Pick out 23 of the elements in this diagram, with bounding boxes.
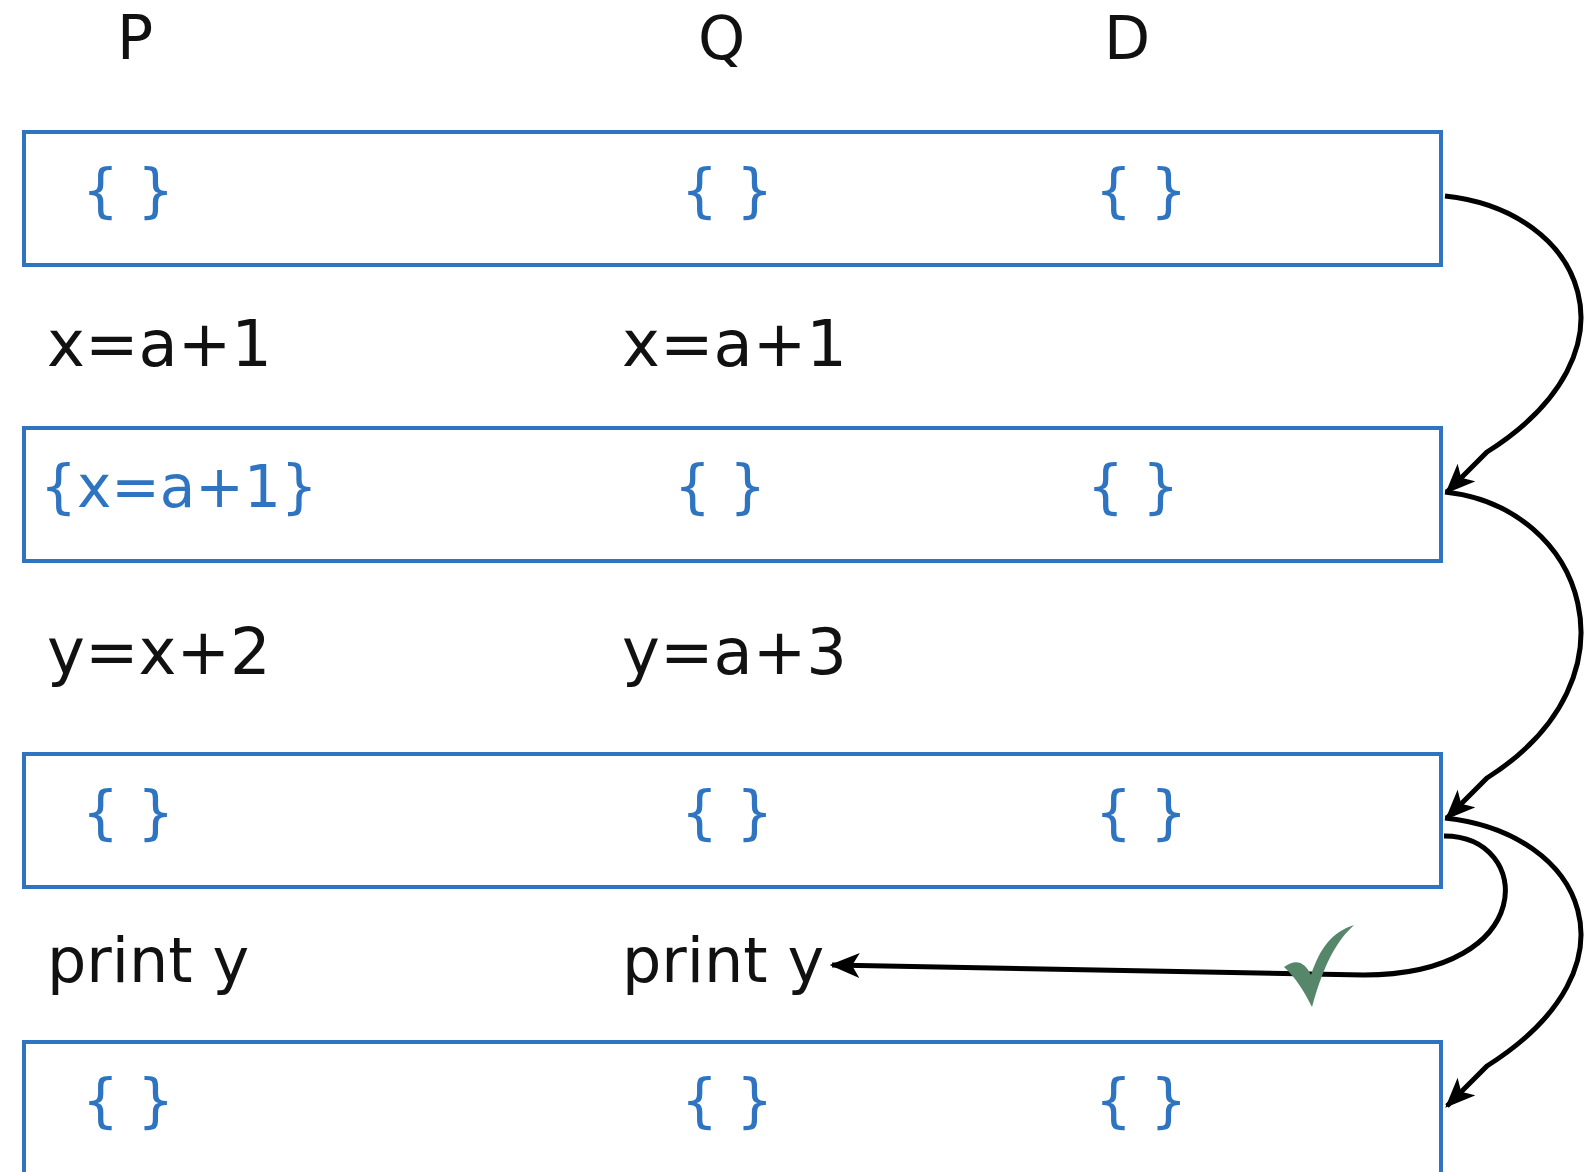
set-text: { }: [680, 784, 774, 842]
statement-text: x=a+1: [47, 312, 273, 376]
set-text: { }: [1094, 1072, 1188, 1130]
arrow: [1444, 815, 1584, 1108]
set-text: { }: [81, 784, 175, 842]
set-text: { }: [673, 458, 767, 516]
set-text: { }: [81, 1072, 175, 1130]
column-header: D: [1104, 8, 1151, 68]
column-header: P: [117, 8, 154, 68]
set-text: { }: [680, 1072, 774, 1130]
state-box: [22, 130, 1443, 267]
state-box: [22, 1040, 1443, 1172]
set-text: { }: [1094, 784, 1188, 842]
set-text: { }: [680, 162, 774, 220]
set-text: { }: [81, 162, 175, 220]
set-text: {x=a+1}: [40, 458, 318, 516]
state-box: [22, 752, 1443, 889]
arrow: [829, 833, 1508, 978]
state-box: [22, 426, 1443, 563]
column-header: Q: [698, 8, 746, 68]
set-text: { }: [1094, 162, 1188, 220]
set-text: { }: [1086, 458, 1180, 516]
statement-text: x=a+1: [622, 312, 848, 376]
